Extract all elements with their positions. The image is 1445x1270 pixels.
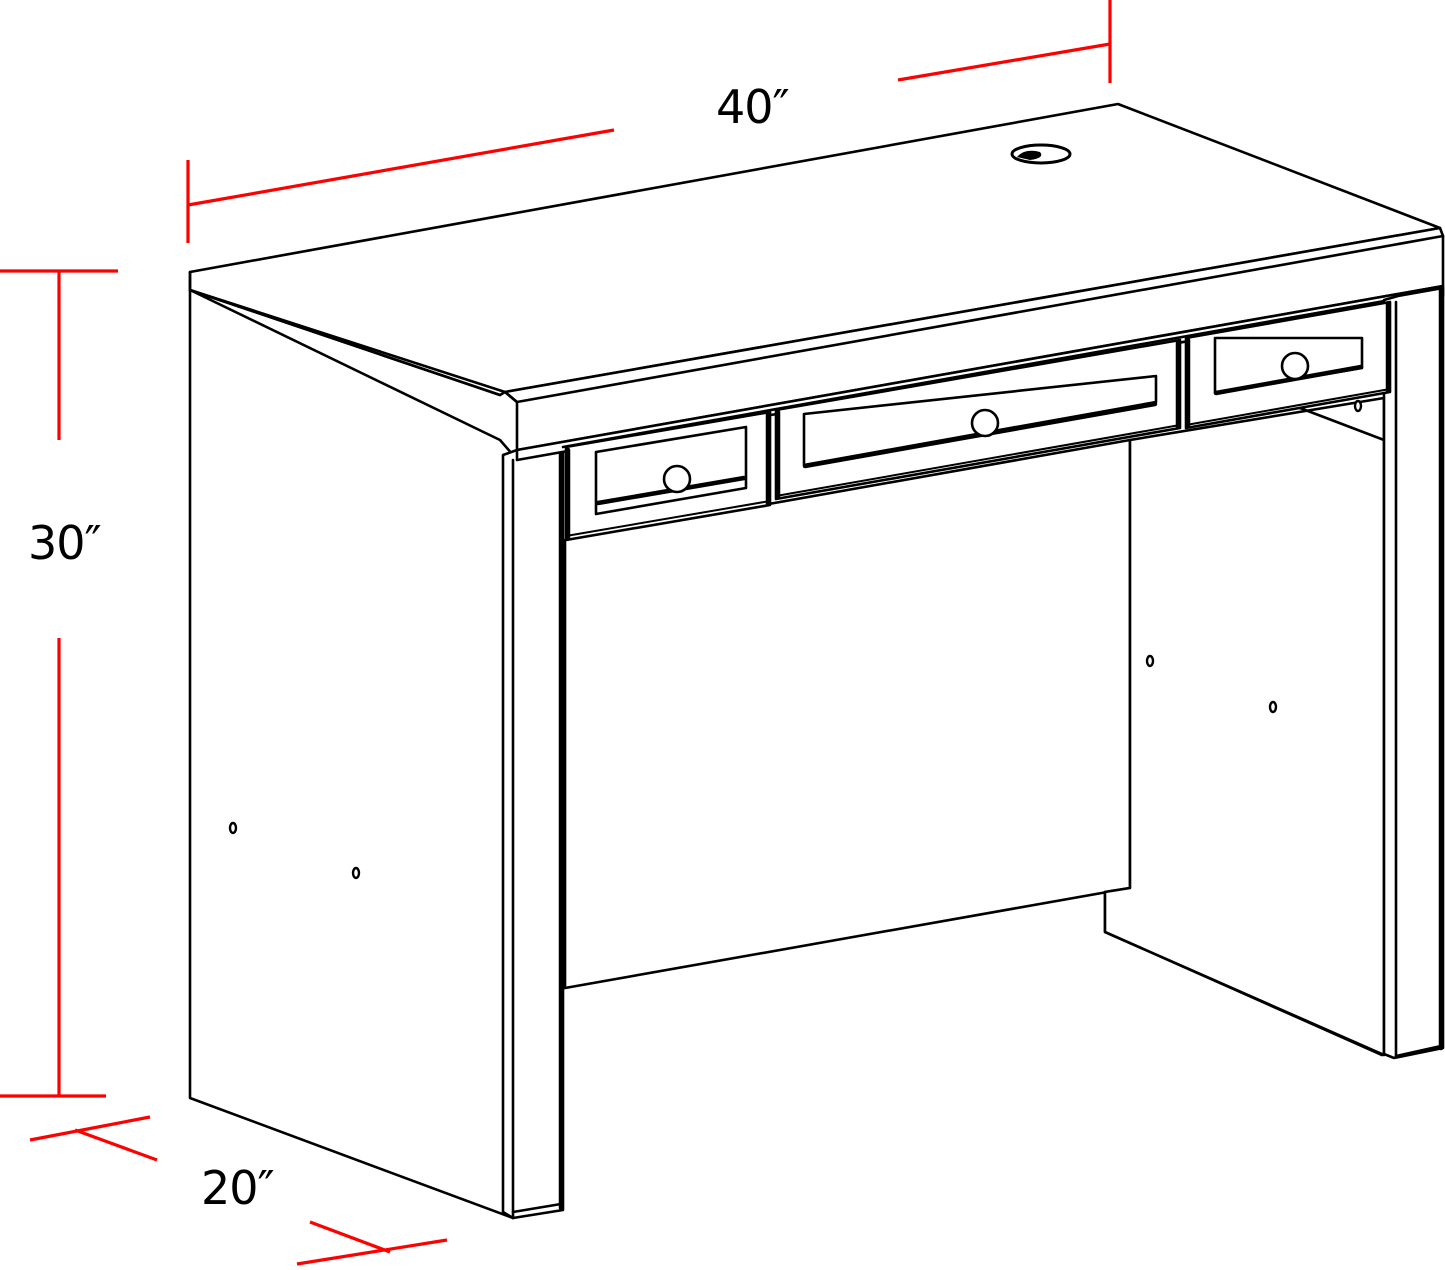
- drawer-left[interactable]: [564, 410, 772, 542]
- hole-icon: [1268, 700, 1278, 714]
- hole-icon: [228, 821, 238, 835]
- height-dimension-label: 30″: [28, 516, 102, 570]
- hanger-hole-icon: [1353, 399, 1363, 413]
- drawer-right[interactable]: [1184, 300, 1392, 430]
- width-dimension-line: [186, 0, 1112, 243]
- depth-dimension-label: 20″: [201, 1161, 275, 1215]
- drawer-center[interactable]: [774, 338, 1182, 501]
- hole-icon: [1145, 654, 1155, 668]
- drawer-left-knob-icon: [662, 464, 692, 494]
- drawer-center-knob-icon: [970, 408, 1000, 438]
- right-side-panel-inner: [1103, 396, 1386, 1057]
- cable-grommet-icon: [1010, 143, 1072, 165]
- hole-icon: [351, 866, 361, 880]
- depth-dimension-line: [29, 1115, 448, 1266]
- front-right-leg: [1382, 286, 1445, 1060]
- left-side-panel: [188, 288, 515, 1220]
- desktop-front-edge: [503, 226, 1445, 452]
- drawer-right-knob-icon: [1280, 351, 1310, 381]
- front-left-leg: [501, 443, 565, 1220]
- width-dimension-label: 40″: [716, 80, 790, 134]
- assembly-holes: [228, 654, 1278, 880]
- height-dimension-line: [0, 269, 118, 1098]
